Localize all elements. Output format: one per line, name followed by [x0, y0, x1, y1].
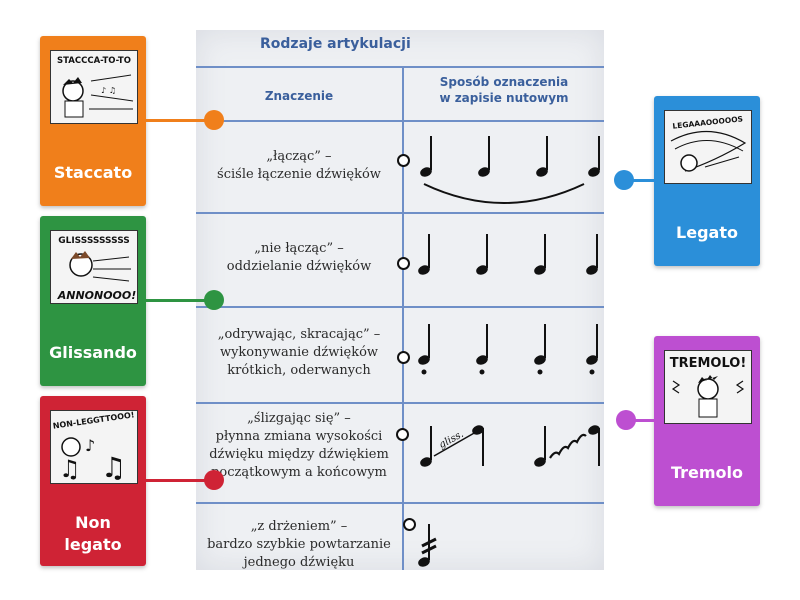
column-header-meaning: Znaczenie — [264, 89, 334, 103]
tile-connector — [146, 479, 208, 482]
tile-legato[interactable]: LEGAAAOOOOOS Legato — [614, 96, 760, 266]
non-legato-comic-image: NON-LEGGTTOOO! ♫ ♫ ♪ — [50, 410, 138, 484]
tile-tremolo[interactable]: TREMOLO! Tremolo — [616, 336, 760, 506]
column-header-notation: Sposób oznaczenia w zapisie nutowym — [404, 74, 604, 106]
svg-text:♫: ♫ — [101, 451, 126, 483]
tile-connector — [146, 299, 208, 302]
glissando-notation: gliss. — [420, 425, 600, 467]
meaning-line: „odrywając, skracając” – — [217, 327, 381, 342]
gliss-annotation: gliss. — [437, 429, 465, 451]
drop-target-ring-icon[interactable] — [397, 154, 410, 167]
connector-dot-icon[interactable] — [614, 170, 634, 190]
svg-text:♪: ♪ — [85, 436, 95, 455]
table-column-divider — [402, 66, 404, 570]
meaning-line: płynna zmiana wysokości — [215, 429, 383, 444]
music-note-icon — [418, 324, 430, 375]
tile-connector — [146, 119, 208, 122]
tile-label: Glissando — [49, 343, 137, 362]
meaning-line: początkowym a końcowym — [211, 465, 387, 480]
music-note-icon — [534, 426, 546, 467]
music-note-icon — [534, 324, 546, 375]
meaning-line: jednego dźwięku — [243, 555, 355, 570]
row-legato-meaning: „łącząc” – ściśle łączenie dźwięków — [196, 148, 402, 184]
row-tremolo-meaning: „z drżeniem” – bardzo szybkie powtarzani… — [196, 518, 402, 570]
music-note-icon — [588, 425, 600, 466]
meaning-line: bardzo szybkie powtarzanie — [207, 537, 391, 552]
meaning-line: „łącząc” – — [266, 149, 332, 164]
connector-dot-icon[interactable] — [204, 290, 224, 310]
drop-target-ring-icon[interactable] — [396, 428, 409, 441]
tremolo-comic-image: TREMOLO! — [664, 350, 752, 424]
meaning-line: „z drżeniem” – — [250, 519, 348, 534]
connector-dot-icon[interactable] — [204, 470, 224, 490]
non-legato-notation — [418, 234, 598, 275]
drop-target-ring-icon[interactable] — [397, 257, 410, 270]
table-title: Rodzaje artykulacji — [260, 36, 411, 52]
image-caption: GLISSSSSSSSS — [58, 236, 130, 246]
row-glissando-meaning: „ślizgając się” – płynna zmiana wysokośc… — [196, 410, 402, 482]
image-caption: TREMOLO! — [670, 356, 747, 371]
tile-label-line: Non — [75, 513, 111, 532]
tile-label: Non legato — [40, 512, 146, 556]
drop-target-ring-icon[interactable] — [403, 518, 416, 531]
table-divider — [196, 212, 604, 214]
staccato-comic-image: STACCCA-TO-TO ♪ ♫ — [50, 50, 138, 124]
image-caption: ANNONOOO! — [57, 289, 137, 302]
connector-dot-icon[interactable] — [204, 110, 224, 130]
svg-text:♪ ♫: ♪ ♫ — [101, 86, 116, 95]
connector-dot-icon[interactable] — [616, 410, 636, 430]
tile-connector — [622, 179, 654, 182]
music-note-icon — [536, 136, 548, 177]
meaning-line: krótkich, oderwanych — [227, 363, 371, 378]
tile-label: Tremolo — [670, 463, 744, 482]
slur-line — [423, 183, 585, 204]
tile-non-legato[interactable]: NON-LEGGTTOOO! ♫ ♫ ♪ Non legato — [40, 396, 224, 566]
music-note-icon — [476, 324, 488, 375]
music-note-icon — [476, 234, 488, 275]
tile-label: Legato — [676, 223, 738, 242]
tile-connector — [626, 419, 654, 422]
music-note-icon — [588, 136, 600, 177]
meaning-line: ściśle łączenie dźwięków — [217, 167, 381, 182]
image-caption: STACCCA-TO-TO — [57, 56, 131, 66]
tile-glissando[interactable]: GLISSSSSSSSS ANNONOOO! Glissando — [40, 216, 224, 386]
table-divider — [196, 306, 604, 308]
row-staccato-meaning: „odrywając, skracając” – wykonywanie dźw… — [196, 326, 402, 380]
music-note-icon — [586, 324, 598, 375]
svg-text:♫: ♫ — [59, 455, 81, 483]
meaning-line: wykonywanie dźwięków — [219, 345, 379, 360]
glissando-comic-image: GLISSSSSSSSS ANNONOOO! — [50, 230, 138, 304]
column-header-notation-line2: w zapisie nutowym — [439, 91, 569, 105]
drop-target-ring-icon[interactable] — [397, 351, 410, 364]
music-note-icon — [420, 136, 432, 177]
articulation-table-image: Rodzaje artykulacji Znaczenie Sposób ozn… — [196, 30, 604, 570]
column-header-notation-line1: Sposób oznaczenia — [439, 75, 569, 89]
meaning-line: oddzielanie dźwięków — [226, 259, 372, 274]
tile-label: Staccato — [53, 163, 133, 182]
music-note-icon — [418, 234, 430, 275]
table-divider — [196, 502, 604, 504]
music-note-icon — [478, 136, 490, 177]
music-note-icon — [472, 425, 484, 466]
meaning-line: dźwięku między dźwiękiem — [209, 447, 389, 462]
tile-label-line: legato — [64, 535, 122, 554]
tile-staccato[interactable]: STACCCA-TO-TO ♪ ♫ Staccato — [40, 36, 224, 206]
music-note-icon — [534, 234, 546, 275]
meaning-line: „ślizgając się” – — [247, 411, 351, 426]
table-divider — [196, 402, 604, 404]
music-note-icon — [586, 234, 598, 275]
legato-notation — [420, 136, 600, 204]
legato-comic-image: LEGAAAOOOOOS — [664, 110, 752, 184]
staccato-notation — [418, 324, 598, 375]
meaning-line: „nie łącząc” – — [254, 241, 344, 256]
table-divider — [196, 120, 604, 122]
table-divider — [196, 66, 604, 68]
music-note-icon — [420, 426, 432, 467]
tremolo-notation — [418, 524, 437, 567]
row-non-legato-meaning: „nie łącząc” – oddzielanie dźwięków — [196, 240, 402, 276]
